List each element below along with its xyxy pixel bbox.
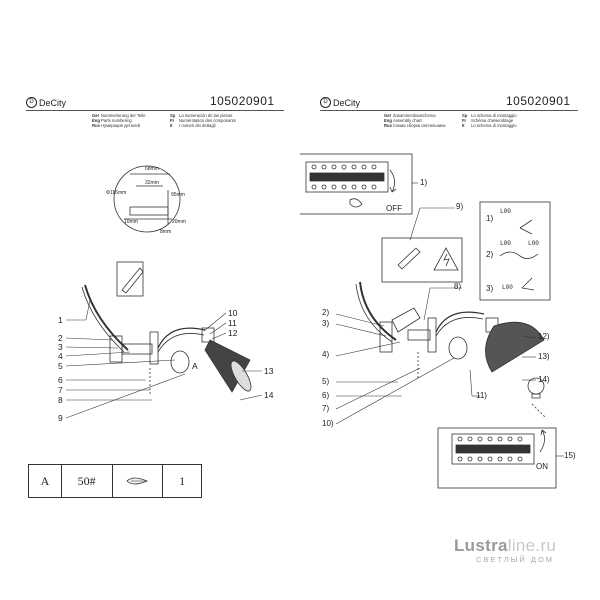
watermark: Lustraline.ru СВЕТЛЫЙ ДОМ bbox=[454, 536, 556, 564]
step-label-1: 1) bbox=[420, 178, 428, 187]
dim-hole-spacing: 32mm bbox=[145, 180, 159, 186]
wiring-label-l00-b: L00 bbox=[500, 240, 511, 247]
part-label-2: 2 bbox=[58, 333, 63, 343]
step-label-11: 11) bbox=[476, 391, 487, 400]
wiring-step-2: 2) bbox=[486, 250, 494, 259]
wiring-step-1: 1) bbox=[486, 214, 494, 223]
part-label-4: 4 bbox=[58, 351, 63, 361]
dim-height: 95mm bbox=[171, 192, 185, 198]
brand-name: DeCity bbox=[39, 97, 67, 108]
part-label-8: 8 bbox=[58, 395, 63, 405]
logo-mark-icon: D bbox=[320, 97, 331, 108]
part-label-12: 12 bbox=[228, 328, 238, 338]
switch-off-box bbox=[300, 153, 413, 215]
part-label-9: 9 bbox=[58, 413, 63, 423]
detail-callout-box bbox=[116, 261, 144, 297]
part-label-6: 6 bbox=[58, 375, 63, 385]
part-label-1: 1 bbox=[58, 315, 63, 325]
leader-lines bbox=[65, 299, 263, 419]
header-rule bbox=[320, 110, 578, 111]
part-label-11: 11 bbox=[228, 318, 237, 328]
watermark-sub: СВЕТЛЫЙ ДОМ bbox=[476, 555, 555, 564]
header-rule bbox=[26, 110, 284, 111]
step-label-10: 10) bbox=[322, 419, 334, 428]
warning-box bbox=[381, 237, 463, 283]
lamp-sketch bbox=[81, 261, 252, 395]
brand-logo: D DeCity bbox=[26, 97, 66, 108]
brand-logo: D DeCity bbox=[320, 97, 360, 108]
table-cell-qty: 1 bbox=[179, 473, 186, 488]
step-label-4: 4) bbox=[322, 350, 330, 359]
part-label-3: 3 bbox=[58, 342, 63, 352]
brand-name: DeCity bbox=[333, 97, 361, 108]
wiring-label-l00-d: L00 bbox=[502, 284, 513, 291]
step-label-9: 9) bbox=[456, 202, 464, 211]
crystal-drop-icon bbox=[126, 477, 149, 485]
step-label-15: 15) bbox=[564, 451, 576, 460]
wiring-box bbox=[479, 201, 551, 301]
step-label-3: 3) bbox=[322, 319, 330, 328]
part-label-7: 7 bbox=[58, 385, 63, 395]
wiring-label-l00: L00 bbox=[500, 208, 511, 215]
leader-lines bbox=[335, 207, 564, 457]
callout-A: A bbox=[192, 361, 198, 371]
step-label-12: 12) bbox=[538, 332, 550, 341]
step-label-8: 8) bbox=[454, 282, 462, 291]
article-code: 105020901 bbox=[210, 94, 275, 108]
step-label-5: 5) bbox=[322, 377, 330, 386]
part-label-10: 10 bbox=[228, 308, 238, 318]
parts-drawing bbox=[65, 165, 263, 419]
watermark-main: Lustraline.ru bbox=[454, 536, 557, 555]
switch-off-label: OFF bbox=[386, 204, 402, 213]
dim-offset: 10mm bbox=[124, 219, 138, 225]
mount-dimension-sketch bbox=[113, 165, 181, 233]
article-code: 105020901 bbox=[506, 94, 571, 108]
assembly-drawing bbox=[300, 153, 564, 489]
switch-on-label: ON bbox=[536, 462, 548, 471]
table-cell-icon bbox=[113, 465, 164, 497]
dim-width: 68mm bbox=[145, 166, 159, 172]
step-label-13: 13) bbox=[538, 352, 550, 361]
table-cell-part: A bbox=[29, 465, 62, 497]
wiring-label-l00-c: L00 bbox=[528, 240, 539, 247]
switch-on-box bbox=[437, 427, 557, 489]
dim-diameter: Φ116mm bbox=[106, 190, 127, 196]
parts-table: A 50# 1 bbox=[28, 464, 202, 498]
wiring-step-3: 3) bbox=[486, 284, 494, 293]
dim-depth: 20mm bbox=[172, 219, 186, 225]
step-label-7: 7) bbox=[322, 404, 330, 413]
table-cell-size: 50# bbox=[62, 465, 113, 497]
part-label-13: 13 bbox=[264, 366, 274, 376]
part-label-5: 5 bbox=[58, 361, 63, 371]
logo-mark-icon: D bbox=[26, 97, 37, 108]
part-label-14: 14 bbox=[264, 390, 274, 400]
dim-bottom: 8mm bbox=[160, 229, 172, 235]
lamp-shade bbox=[485, 321, 545, 373]
step-label-6: 6) bbox=[322, 391, 330, 400]
step-label-2: 2) bbox=[322, 308, 330, 317]
step-label-14: 14) bbox=[538, 375, 550, 384]
lamp-assembly bbox=[355, 281, 547, 419]
